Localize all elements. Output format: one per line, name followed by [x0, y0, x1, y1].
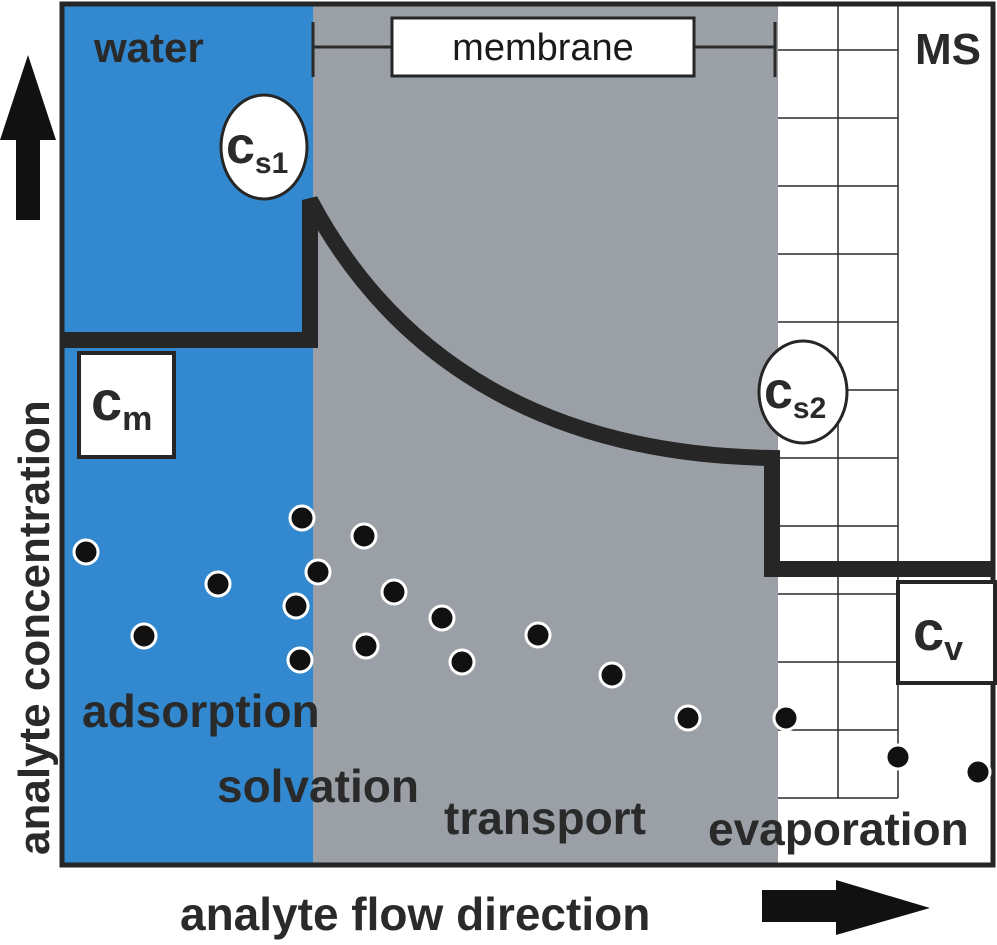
membrane-label-box — [390, 16, 696, 78]
x-axis-arrow — [762, 880, 930, 935]
solvation-label: solvation — [217, 760, 419, 812]
analyte-particle — [598, 661, 626, 689]
cv-label: cv — [896, 580, 997, 685]
analyte-particle — [884, 743, 912, 771]
adsorption-label: adsorption — [82, 685, 320, 737]
analyte-particle — [772, 704, 800, 732]
y-axis-label: analyte concentration — [10, 400, 59, 855]
evaporation-label: evaporation — [708, 803, 969, 855]
cs2-label: cs2 — [757, 339, 849, 445]
x-axis-label: analyte flow direction — [180, 888, 650, 940]
y-axis-arrow — [0, 55, 56, 220]
analyte-particle — [524, 621, 552, 649]
diagram-frame — [59, 1, 996, 868]
membrane-bracket — [311, 22, 777, 77]
transport-label: transport — [444, 792, 646, 844]
analyte-particle — [350, 522, 378, 550]
analyte-particle — [448, 648, 476, 676]
membrane-region — [313, 5, 778, 864]
analyte-particle — [304, 558, 332, 586]
water-label: water — [93, 24, 204, 71]
analyte-particle — [282, 592, 310, 620]
analyte-particle — [428, 604, 456, 632]
svg-text:cm: cm — [91, 369, 152, 438]
analyte-particle — [352, 632, 380, 660]
svg-text:cv: cv — [913, 599, 963, 668]
svg-text:cs1: cs1 — [226, 117, 288, 180]
analyte-particle — [72, 538, 100, 566]
membrane-label: membrane — [452, 27, 634, 69]
cm-label: cm — [77, 351, 176, 459]
analyte-particle — [964, 758, 992, 786]
svg-text:cs2: cs2 — [764, 362, 826, 425]
analyte-particle — [380, 578, 408, 606]
analyte-particle — [288, 504, 316, 532]
analyte-particle — [674, 704, 702, 732]
analyte-particles — [72, 504, 992, 786]
analyte-particle — [286, 646, 314, 674]
analyte-particle — [130, 622, 158, 650]
cs1-label: cs1 — [219, 93, 309, 201]
ms-label: MS — [915, 25, 981, 74]
concentration-profile — [62, 196, 993, 577]
analyte-particle — [204, 570, 232, 598]
